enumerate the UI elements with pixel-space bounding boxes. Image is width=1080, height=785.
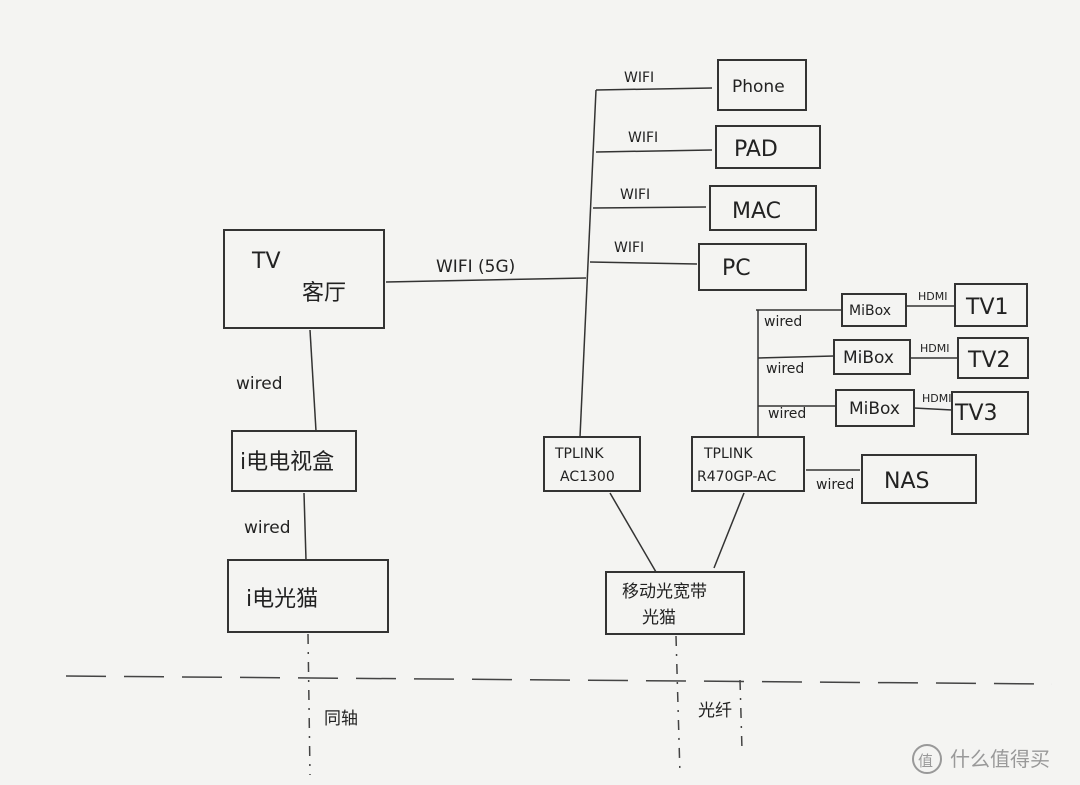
wired-stb-modem-label: wired xyxy=(244,518,291,538)
tv-label: TV xyxy=(251,249,281,274)
ac1300-model-label: AC1300 xyxy=(560,469,615,485)
node-living-room-tv: TV 客厅 xyxy=(223,229,385,329)
node-tv-3: TV3 xyxy=(951,391,1029,435)
node-set-top-box: i电电视盒 xyxy=(231,430,357,492)
node-mibox-1: MiBox xyxy=(841,293,907,327)
fiber-line-extra xyxy=(739,679,743,751)
hdmi-3-label: HDMI xyxy=(922,392,951,405)
tv-1-label: TV1 xyxy=(965,295,1009,320)
set-top-box-label: i电电视盒 xyxy=(240,450,334,475)
wifi-phone-label: WIFI xyxy=(624,70,654,86)
edge-wifi-pc xyxy=(589,261,698,265)
wired-mibox2-label: wired xyxy=(766,361,804,377)
r470-model-label: R470GP-AC xyxy=(697,469,777,485)
pc-label: PC xyxy=(722,256,751,281)
phone-label: Phone xyxy=(732,77,785,97)
edge-tv-wifi5g xyxy=(385,277,587,283)
hdmi-2-label: HDMI xyxy=(920,342,949,355)
node-pad: PAD xyxy=(715,125,821,169)
edge-wifi-bus xyxy=(579,89,597,438)
mac-label: MAC xyxy=(732,199,781,224)
fiber-modem-label-2: 光猫 xyxy=(642,608,676,628)
coax-line xyxy=(307,633,311,776)
mibox-3-label: MiBox xyxy=(849,399,900,419)
edge-ac1300-fiber xyxy=(609,492,657,573)
hdmi-1-label: HDMI xyxy=(918,290,947,303)
ac1300-brand-label: TPLINK xyxy=(554,446,604,462)
edge-wifi-phone xyxy=(595,87,713,91)
living-room-label: 客厅 xyxy=(302,281,346,306)
edge-tv-stb xyxy=(309,329,317,432)
node-router-r470: TPLINK R470GP-AC xyxy=(691,436,805,492)
node-pc: PC xyxy=(698,243,807,291)
node-nas: NAS xyxy=(861,454,977,504)
wifi-pc-label: WIFI xyxy=(614,240,644,256)
edge-wifi-pad xyxy=(595,149,713,153)
node-tv-1: TV1 xyxy=(954,283,1028,327)
building-boundary xyxy=(65,675,1053,685)
node-mibox-2: MiBox xyxy=(833,339,911,375)
wired-tv-stb-label: wired xyxy=(236,374,283,394)
mibox-2-label: MiBox xyxy=(843,348,894,368)
node-tv-2: TV2 xyxy=(957,337,1029,379)
edge-r470-fiber xyxy=(713,492,745,569)
edge-hdmi-3 xyxy=(913,407,953,411)
tv-3-label: TV3 xyxy=(954,401,998,426)
wifi-mac-label: WIFI xyxy=(620,187,650,203)
watermark-text: 什么值得买 xyxy=(950,747,1050,771)
node-fiber-modem: 移动光宽带 光猫 xyxy=(605,571,745,635)
fiber-line xyxy=(675,635,681,776)
coax-label: 同轴 xyxy=(324,709,358,729)
mibox-1-label: MiBox xyxy=(849,303,891,319)
cable-modem-label: i电光猫 xyxy=(246,587,318,612)
wifi-pad-label: WIFI xyxy=(628,130,658,146)
pad-label: PAD xyxy=(734,137,778,162)
watermark-logo-icon xyxy=(912,744,942,774)
node-mac: MAC xyxy=(709,185,817,231)
edges xyxy=(65,87,1053,776)
fiber-label: 光纤 xyxy=(698,701,732,721)
edge-stb-modem xyxy=(303,492,307,561)
edge-wired-mibox2 xyxy=(757,355,835,359)
wired-nas-label: wired xyxy=(816,477,854,493)
node-mibox-3: MiBox xyxy=(835,389,915,427)
wired-mibox3-label: wired xyxy=(768,406,806,422)
node-phone: Phone xyxy=(717,59,807,111)
edge-wifi-mac xyxy=(592,206,707,209)
nas-label: NAS xyxy=(884,469,929,494)
watermark: 值 什么值得买 xyxy=(912,744,1050,774)
watermark-logo-text: 值 xyxy=(918,752,933,770)
node-router-ac1300: TPLINK AC1300 xyxy=(543,436,641,492)
node-cable-modem: i电光猫 xyxy=(227,559,389,633)
tv-2-label: TV2 xyxy=(967,348,1011,373)
fiber-modem-label-1: 移动光宽带 xyxy=(622,582,707,602)
r470-brand-label: TPLINK xyxy=(703,446,753,462)
wifi-5g-label: WIFI (5G) xyxy=(436,257,515,277)
wired-mibox1-label: wired xyxy=(764,314,802,330)
